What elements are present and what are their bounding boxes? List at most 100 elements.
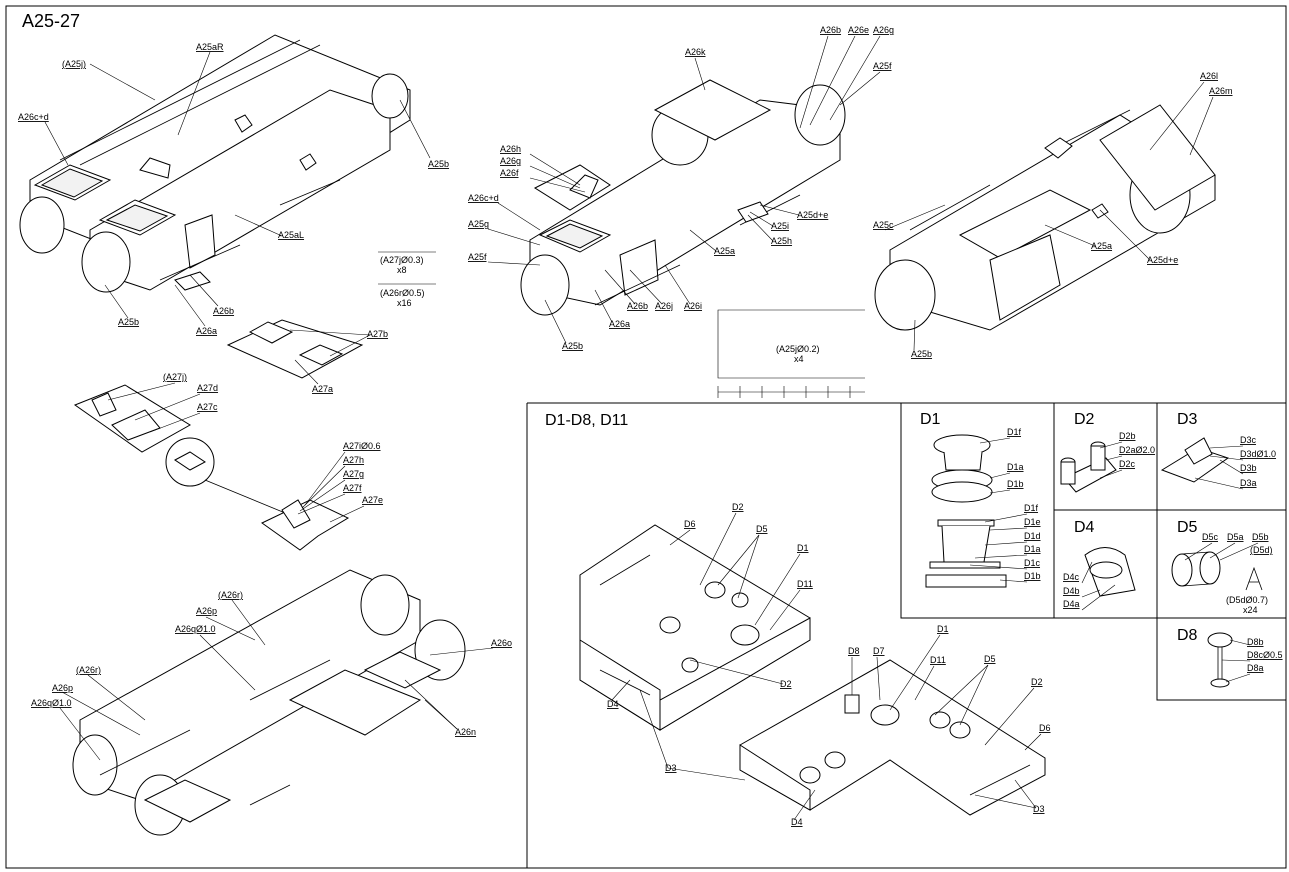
leader-line [884,204,946,231]
label-d4b: D4b [1063,586,1080,596]
leader-line [1209,445,1244,449]
leader-line [876,656,881,701]
drawing-superstructure-bottom-left [72,569,466,836]
leader-line [664,264,691,305]
leader-line [604,269,636,305]
label-d1f-1: D1f [1007,427,1022,437]
label-d4-2: D4 [791,817,803,827]
label-a26h: A26h [500,144,521,154]
leader-line [205,616,256,641]
label-d5-1: D5 [756,524,768,534]
label-a26m: A26m [1209,86,1233,96]
sheet-frames [5,5,1287,869]
label-d2b: D2b [1119,431,1136,441]
leader-line [749,211,774,227]
leader-line [769,589,801,631]
leader-line [44,121,69,166]
label-d2a: D2aØ2.0 [1119,445,1155,455]
note-a27j-quantity: x8 [397,265,407,275]
drawing-superstructure-top-left [19,34,411,293]
label-d1e: D1e [1024,517,1041,527]
detail-d4-chock [1084,547,1136,597]
label-d2-3: D2 [1031,677,1043,687]
label-a25h: A25h [771,236,792,246]
leader-line [737,534,760,599]
leader-line [999,579,1028,583]
label-d4-1: D4 [607,699,619,709]
leader-line [839,71,881,106]
leader-line [793,789,816,821]
label-a27e: A27e [362,495,383,505]
label-a26l: A26l [1200,71,1218,81]
leader-line [694,57,706,91]
leader-line [629,269,663,305]
label-d4a: D4a [1063,599,1080,609]
leader-line [984,687,1035,746]
section-title-deck: D1-D8, D11 [545,412,628,429]
drawing-superstructure-right [874,104,1216,331]
section-title-a25-27: A25-27 [22,11,80,31]
leader-line [329,505,365,523]
label-a25f-2: A25f [468,252,487,262]
leader-line [404,679,458,730]
label-d5d: (D5d) [1250,545,1273,555]
label-a26f: A26f [500,168,519,178]
leader-line [89,63,156,101]
note-d5d-quantity: x24 [1243,605,1258,615]
label-d8b: D8b [1247,637,1264,647]
leader-line [429,647,494,656]
leader-line [829,35,881,121]
leader-line [979,437,1011,444]
label-a26r-1: (A26r) [218,590,243,600]
label-a25b-2: A25b [118,317,139,327]
leader-line [529,165,581,189]
label-d5a: D5a [1227,532,1244,542]
leader-line [984,513,1028,523]
leader-line [969,564,1028,570]
leader-line [1225,673,1251,683]
label-a27f: A27f [343,483,362,493]
label-d1a-2: D1a [1024,544,1041,554]
label-d8-1: D8 [848,646,860,656]
label-d8c: D8cØ0.5 [1247,650,1283,660]
leader-line [689,659,784,685]
detail-d5-winch [1171,551,1263,591]
label-a26e: A26e [848,25,869,35]
label-a25a-2: A25a [1091,241,1112,251]
leader-line [1044,224,1096,247]
label-d2-1: D2 [732,502,744,512]
label-a27a: A27a [312,384,333,394]
leader-line [199,634,256,691]
label-a25j: (A25j) [62,59,86,69]
leader-line [177,51,211,136]
leader-line [699,512,737,586]
label-a26p-1: A26p [196,606,217,616]
section-title-d1: D1 [920,411,941,428]
leader-line [747,214,774,242]
label-a26k: A26k [685,47,706,57]
label-a26b-3: A26b [627,301,648,311]
label-a25f-1: A25f [873,61,892,71]
note-a27j-dimension: (A27jØ0.3) [380,255,424,265]
leader-line [289,329,371,336]
leader-line [1099,441,1123,449]
section-title-d3: D3 [1177,411,1198,428]
leader-line [399,99,431,159]
note-a26r-dimension: (A26rØ0.5) [380,288,425,298]
label-a25g: A25g [468,219,489,229]
label-a26b-1: A26b [213,306,234,316]
leader-line [1184,542,1213,561]
label-a26i: A26i [684,301,702,311]
label-d6-1: D6 [684,519,696,529]
label-d3-1: D3 [665,763,677,773]
label-d1-1: D1 [797,543,809,553]
label-a26p-2: A26p [52,683,73,693]
leader-line [1209,542,1236,559]
leader-line [759,204,800,216]
drawing-a27-plate [226,319,364,379]
leader-line [611,679,631,701]
label-a26b-2: A26b [820,25,841,35]
leader-line [174,284,206,327]
label-a25c: A25c [873,220,894,230]
label-d1f-2: D1f [1024,503,1039,513]
